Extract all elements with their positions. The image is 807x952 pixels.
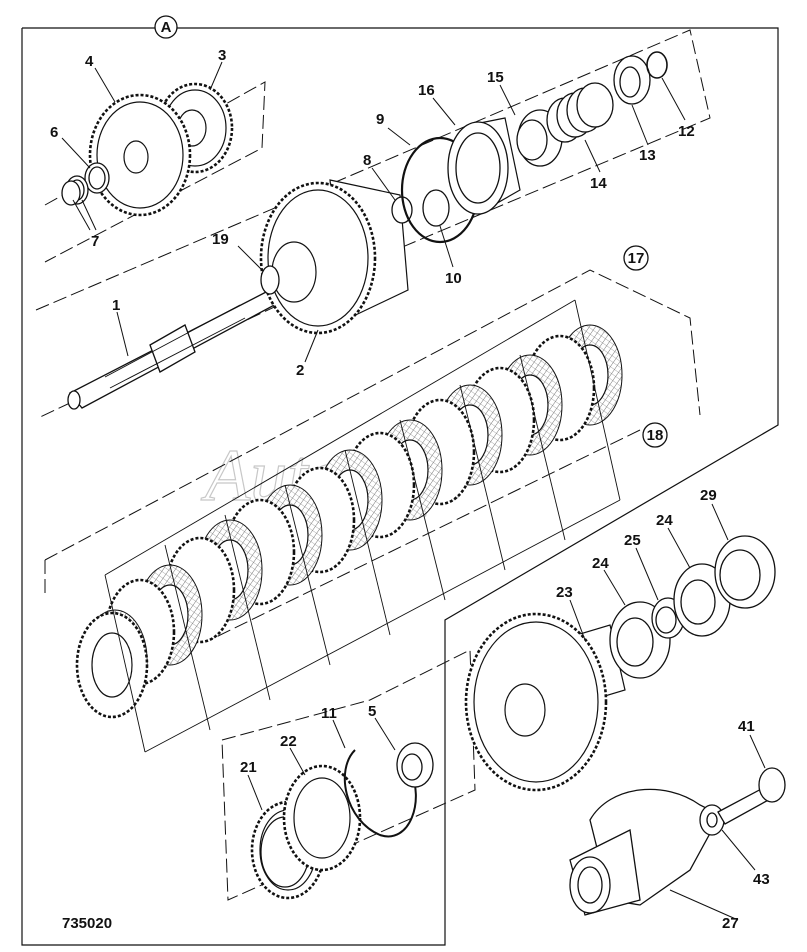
plate-13: [613, 55, 651, 105]
callout-41: 41: [738, 718, 755, 735]
callout-3: 3: [218, 47, 226, 64]
shaft-1: [67, 289, 282, 410]
callout-16: 16: [418, 82, 435, 99]
callout-6: 6: [50, 124, 58, 141]
callout-25: 25: [624, 532, 641, 549]
callout-43: 43: [753, 871, 770, 888]
piston-16: [447, 117, 521, 215]
svg-text:18: 18: [647, 427, 664, 444]
snap-ring-11: [343, 749, 417, 838]
callout-19: 21: [240, 759, 257, 776]
gear-2: [259, 179, 409, 335]
callout-9: 9: [376, 111, 384, 128]
callout-1: 1: [112, 297, 120, 314]
clutch-pack: [75, 324, 623, 719]
callout-27: 27: [722, 915, 739, 932]
clutch-pack-brackets: [104, 299, 621, 753]
callout-11: 11: [321, 705, 337, 722]
bearing-5: [396, 742, 434, 788]
circled-label-a: A: [154, 15, 178, 39]
seal-29: [714, 535, 776, 609]
callout-14: 14: [590, 175, 607, 192]
callout-4: 4: [85, 53, 94, 70]
circled-label-18: 18: [642, 422, 668, 448]
spring-14: [546, 82, 614, 143]
callout-10: 10: [445, 270, 462, 287]
bolt-41: [717, 767, 786, 825]
callout-24-left: 24: [592, 555, 609, 572]
callout-29: 29: [700, 487, 717, 504]
yoke-27: [569, 788, 721, 916]
gear-4: [88, 93, 192, 217]
callout-5: 5: [368, 703, 376, 720]
leader-lines: [61, 61, 766, 921]
circled-label-17: 17: [623, 245, 649, 271]
main-frame: [21, 27, 779, 946]
callout-23: 23: [556, 584, 573, 601]
callout-24-right: 24: [656, 512, 673, 529]
ring-22: [260, 265, 280, 295]
svg-text:A: A: [161, 19, 172, 36]
ring-10: [422, 189, 450, 227]
figure-code: 735020: [62, 915, 112, 932]
rings-7: [61, 175, 89, 206]
callout-22: 19: [212, 231, 229, 248]
gear-23: [464, 612, 626, 792]
callout-2: 2: [296, 362, 304, 379]
plate-21: [282, 764, 362, 872]
callout-labels: 4 3 6 7 1 2 19 8 9 10 16 15 14 13 12 21 …: [50, 47, 770, 932]
callout-15: 15: [487, 69, 504, 86]
ring-12: [646, 51, 668, 79]
ring-6: [84, 162, 110, 194]
callout-21: 22: [280, 733, 297, 750]
washer-43: [699, 804, 725, 836]
callout-7: 7: [91, 233, 99, 250]
callout-12: 12: [678, 123, 695, 140]
svg-text:17: 17: [628, 250, 645, 267]
callout-13: 13: [639, 147, 656, 164]
callout-8: 8: [363, 152, 371, 169]
